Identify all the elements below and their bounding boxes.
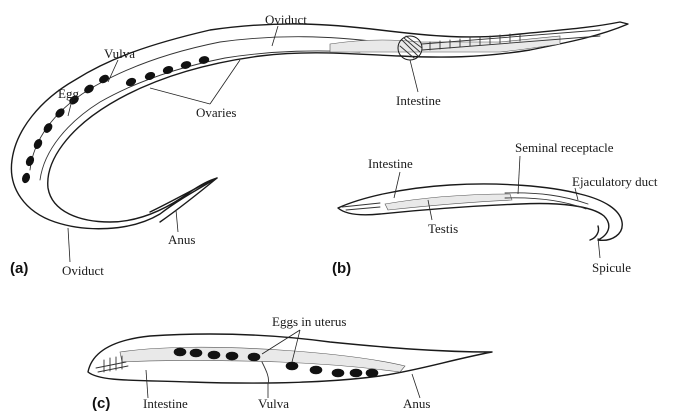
egg bbox=[21, 172, 31, 184]
label-seminal-receptacle: Seminal receptacle bbox=[515, 140, 614, 155]
egg bbox=[25, 155, 36, 167]
egg bbox=[366, 369, 378, 377]
label-eggs-in-uterus: Eggs in uterus bbox=[272, 314, 346, 329]
egg bbox=[310, 366, 322, 374]
egg bbox=[226, 352, 238, 360]
egg bbox=[286, 362, 298, 370]
label-gravid-intestine: Intestine bbox=[143, 396, 188, 411]
gravid-intestine bbox=[120, 347, 405, 372]
female-eggs bbox=[21, 56, 210, 184]
panel-label-a: (a) bbox=[10, 260, 28, 277]
label-intestine: Intestine bbox=[396, 93, 441, 108]
label-ovaries: Ovaries bbox=[196, 105, 236, 120]
egg bbox=[190, 349, 202, 357]
label-anus: Anus bbox=[168, 232, 195, 247]
egg bbox=[32, 138, 43, 150]
egg bbox=[332, 369, 344, 377]
label-gravid-anus: Anus bbox=[403, 396, 430, 411]
panel-label-b: (b) bbox=[332, 260, 351, 277]
male-body-outline bbox=[338, 184, 622, 240]
panel-c-gravid-female: Eggs in uterus Intestine Vulva Anus (c) bbox=[88, 314, 492, 412]
egg bbox=[248, 353, 260, 361]
label-male-intestine: Intestine bbox=[368, 156, 413, 171]
egg bbox=[162, 65, 174, 75]
panel-b-leaders bbox=[394, 156, 600, 258]
label-gravid-vulva: Vulva bbox=[258, 396, 289, 411]
panel-label-c: (c) bbox=[92, 395, 110, 412]
egg bbox=[144, 71, 156, 81]
label-vulva: Vulva bbox=[104, 46, 135, 61]
label-ejaculatory-duct: Ejaculatory duct bbox=[572, 174, 658, 189]
label-oviduct-bottom: Oviduct bbox=[62, 263, 104, 278]
egg bbox=[350, 369, 362, 377]
panel-b-male-worm: Intestine Seminal receptacle Ejaculatory… bbox=[332, 140, 658, 277]
egg bbox=[125, 77, 137, 88]
label-spicule: Spicule bbox=[592, 260, 631, 275]
egg bbox=[83, 83, 95, 94]
gravid-vulva bbox=[262, 362, 269, 384]
label-egg: Egg bbox=[58, 86, 79, 101]
egg bbox=[208, 351, 220, 359]
egg bbox=[174, 348, 186, 356]
female-intestine bbox=[330, 36, 560, 52]
male-spicule bbox=[590, 226, 599, 240]
label-oviduct-top: Oviduct bbox=[265, 12, 307, 27]
label-testis: Testis bbox=[428, 221, 458, 236]
